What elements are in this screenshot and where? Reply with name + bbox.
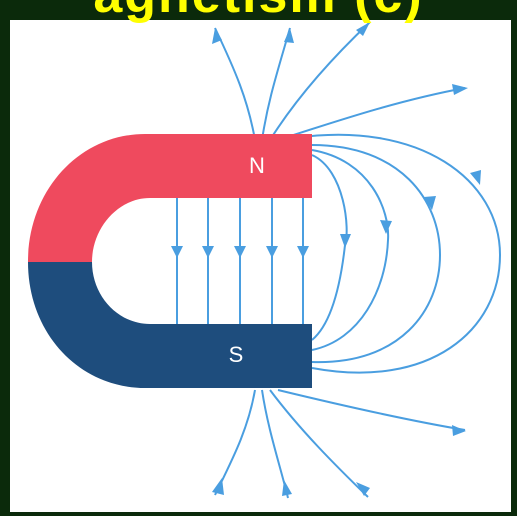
loop-3 — [312, 145, 440, 362]
arrow-s4 — [452, 425, 466, 436]
north-arrowheads — [212, 22, 468, 95]
gap-arrow-5 — [297, 246, 309, 258]
loop-field-lines — [295, 135, 500, 373]
arrow-n4 — [452, 84, 468, 95]
title-banner: agnetism (c) — [0, 0, 517, 24]
arrow-loop-1 — [340, 234, 351, 248]
loop-2 — [312, 150, 388, 350]
field-line-s3 — [270, 390, 368, 497]
arrow-s1 — [212, 478, 224, 495]
south-pole — [28, 262, 312, 388]
field-line-n1 — [215, 28, 255, 140]
gap-arrow-3 — [234, 246, 246, 258]
loop-1 — [312, 155, 347, 340]
arrow-s3 — [356, 482, 370, 496]
north-label: N — [249, 153, 265, 178]
gap-arrow-1 — [171, 246, 183, 258]
gap-arrow-2 — [202, 246, 214, 258]
field-line-n2 — [262, 28, 290, 140]
arrow-loop-2 — [380, 220, 392, 234]
gap-field-lines — [177, 198, 303, 324]
north-field-lines — [215, 22, 465, 140]
horseshoe-magnet: N S — [28, 134, 312, 388]
field-line-s1 — [215, 390, 255, 495]
south-field-lines — [215, 390, 465, 498]
south-arrowheads — [212, 425, 466, 496]
gap-arrow-4 — [266, 246, 278, 258]
field-line-s4 — [278, 390, 465, 430]
gap-arrowheads — [171, 246, 309, 258]
south-label: S — [229, 342, 244, 367]
north-pole — [28, 134, 312, 262]
field-line-n4 — [278, 88, 465, 140]
